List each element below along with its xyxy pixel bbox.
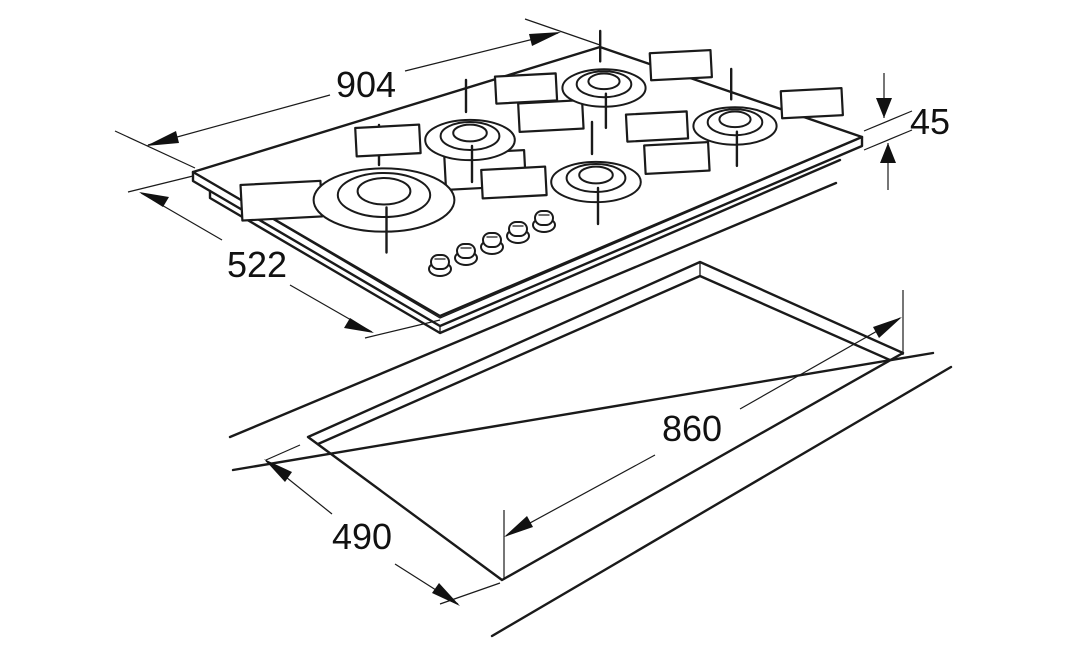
rear-middle-burner — [493, 29, 713, 130]
arrow-860-right — [873, 317, 902, 338]
burner-cap — [718, 110, 752, 129]
label-cutout-width: 860 — [662, 408, 722, 449]
burner-cap — [356, 177, 412, 206]
pan-support-right — [517, 98, 585, 133]
dimension-labels: 904 522 45 860 490 — [227, 64, 950, 557]
pan-support-left — [354, 123, 422, 158]
right-burner — [624, 67, 844, 168]
dimension-lines — [114, 18, 913, 606]
cutout-inner-wall — [316, 274, 892, 446]
hob-top-inner-edge — [199, 139, 857, 319]
knob[interactable] — [480, 232, 504, 255]
hob-body — [191, 45, 864, 335]
burner-cap — [587, 72, 621, 91]
label-hob-height: 45 — [910, 101, 950, 142]
arrow-904-left — [146, 131, 179, 146]
arrow-522-bottom — [344, 318, 374, 333]
burner-cap — [578, 165, 614, 185]
front-middle-burner — [480, 120, 711, 226]
knob[interactable] — [532, 210, 556, 233]
knob-grip — [456, 243, 476, 259]
arrow-490-bottom — [432, 583, 460, 606]
knob[interactable] — [506, 221, 530, 244]
burner-group — [239, 29, 844, 254]
worktop-back-edge — [228, 181, 838, 439]
knob-grip — [534, 210, 554, 226]
worktop-front-edge-lower — [490, 365, 953, 638]
pan-support-left — [480, 165, 548, 200]
pan-support-right — [643, 140, 711, 175]
knob[interactable] — [428, 254, 452, 277]
knob-grip — [430, 254, 450, 270]
label-cutout-depth: 490 — [332, 516, 392, 557]
arrow-45-top — [876, 98, 892, 118]
burner-cap — [452, 123, 488, 143]
hob-base — [208, 158, 842, 335]
worktop-front-edge — [231, 351, 935, 472]
arrow-490-top — [264, 459, 292, 482]
arrow-860-left — [504, 516, 533, 537]
rear-left-burner — [354, 78, 585, 184]
pan-support-left — [493, 72, 559, 105]
pan-support-left — [624, 110, 690, 143]
arrow-522-top — [139, 192, 169, 207]
label-hob-depth: 522 — [227, 244, 287, 285]
knob[interactable] — [454, 243, 478, 266]
label-hob-width: 904 — [336, 64, 396, 105]
pan-support-right — [648, 48, 713, 82]
wok-burner — [239, 123, 528, 254]
arrow-45-bottom — [880, 143, 896, 163]
arrow-904-right — [529, 32, 561, 46]
knob-grip — [482, 232, 502, 248]
pan-support-left — [239, 179, 324, 222]
knob-grip — [508, 221, 528, 237]
control-knobs — [428, 210, 556, 277]
cutout-opening — [306, 260, 905, 582]
pan-support-right — [779, 86, 844, 120]
